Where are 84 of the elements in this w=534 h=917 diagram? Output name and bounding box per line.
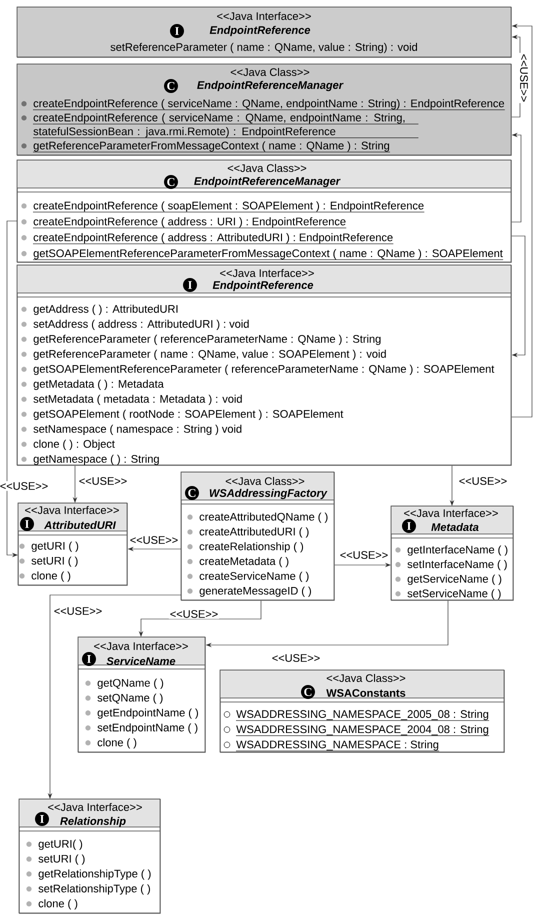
method-item: getReferenceParameter ( name : QName, value : SOAPElement ) : void xyxy=(21,350,386,360)
method-item: getReferenceParameterFromMessageContext ( name : QName ) : String xyxy=(21,141,390,152)
class-box xyxy=(180,472,335,601)
field-item: WSADDRESSING_NAMESPACE_2005_08 : String xyxy=(224,710,490,721)
method-item: getSOAPElementReferenceParameter ( referenceParameterName : QName ) : SOAPElement xyxy=(21,364,494,375)
method-item: getReferenceParameter ( referenceParameterName : QName ) : String xyxy=(21,334,381,345)
method-item: setURI ( ) xyxy=(26,854,85,865)
method-item: setQName ( ) xyxy=(85,694,163,704)
class-box xyxy=(18,798,161,914)
method-item: setEndpointName ( ) xyxy=(85,723,198,734)
edge-label: <<USE>> xyxy=(0,481,50,491)
class-name: EndpointReference xyxy=(210,26,310,36)
method-item: getSOAPElement ( rootNode : SOAPElement ) : SOAPElement xyxy=(21,410,344,420)
edge-label: <<USE>> xyxy=(458,476,508,486)
edge-label: <<USE>> xyxy=(168,609,220,619)
method-item: getRelationshipType ( ) xyxy=(26,869,151,880)
method-item: generateMessageID ( ) xyxy=(187,586,311,597)
method-item: getServiceName ( ) xyxy=(395,574,502,585)
method-item: getInterfaceName ( ) xyxy=(395,545,508,556)
method-item: createEndpointReference ( address : URI ) : EndpointReference xyxy=(21,217,346,228)
class-box xyxy=(220,670,505,753)
method-item: clone ( ) xyxy=(85,738,136,748)
edge-label: <<USE>> xyxy=(338,550,390,560)
stereotype-label: <<Java Class>> xyxy=(230,68,310,76)
class-name: WSAConstants xyxy=(326,689,406,697)
method-item: createEndpointReference ( soapElement : SOAPElement ) : EndpointReference xyxy=(21,201,425,212)
method-item: getURI ( ) xyxy=(19,542,78,552)
method-item: clone ( ) : Object xyxy=(21,440,115,450)
class-name: AttributedURI xyxy=(44,520,116,530)
method-item: setServiceName ( ) xyxy=(395,589,501,600)
class-name: EndpointReferenceManager xyxy=(194,176,341,188)
method-item: setInterfaceName ( ) xyxy=(395,560,507,570)
method-item: createServiceName ( ) xyxy=(187,572,309,582)
stereotype-label: <<Java Interface>> xyxy=(217,12,311,20)
field-item: WSADDRESSING_NAMESPACE_2004_08 : String xyxy=(224,725,490,736)
method-item: clone ( ) xyxy=(19,571,70,582)
stereotype-label: <<Java Interface>> xyxy=(48,802,142,812)
method-item: setNamespace ( namespace : String ) void xyxy=(21,424,242,435)
stereotype-label: <<Java Class>> xyxy=(326,674,406,682)
class-box xyxy=(78,636,206,753)
method-item: getNamespace ( ) : String xyxy=(21,454,159,465)
edge-label: <<USE>> xyxy=(52,606,104,616)
field-item: WSADDRESSING_NAMESPACE : String xyxy=(224,740,440,752)
method-label: setReferenceParameter ( name : QName, value : String) : void xyxy=(110,42,417,54)
stereotype-label: <<Java Interface>> xyxy=(25,506,119,514)
method-item: setAddress ( address : AttributedURI ) : void xyxy=(21,320,249,330)
method-item: setMetadata ( metadata : Metadata ) : void xyxy=(21,394,242,405)
edge-label: <<USE>> xyxy=(78,476,128,486)
class-box xyxy=(18,502,128,586)
edge-label: <<USE>> xyxy=(519,52,529,104)
class-box xyxy=(16,6,512,58)
edge-label: <<USE>> xyxy=(128,535,180,545)
stereotype-label: <<Java Interface>> xyxy=(404,508,498,518)
method-item: clone ( ) xyxy=(26,899,78,910)
method-item: createAttributedQName ( ) xyxy=(187,512,328,523)
method-item: getURI( ) xyxy=(26,840,82,850)
stereotype-label: <<Java Class>> xyxy=(226,476,304,486)
class-box xyxy=(16,64,512,156)
stereotype-label: <<Java Interface>> xyxy=(220,268,314,278)
method-item: getEndpointName ( ) xyxy=(85,708,198,719)
class-name: Metadata xyxy=(431,522,478,532)
class-name: Relationship xyxy=(60,816,126,828)
stereotype-label: <<Java Interface>> xyxy=(94,642,188,650)
method-item: setRelationshipType ( ) xyxy=(26,884,150,895)
method-item: createMetadata ( ) xyxy=(187,557,288,568)
class-box xyxy=(16,264,512,466)
method-item: getSOAPElementReferenceParameterFromMessageContext ( name : QName ) : SOAPElement xyxy=(21,249,504,260)
method-item: createEndpointReference ( address : AttributedURI ) : EndpointReference xyxy=(21,233,394,244)
method-item: createEndpointReference ( serviceName : QName, endpointName : String) : EndpointReference xyxy=(21,99,506,110)
class-box xyxy=(390,506,514,601)
dependency-arrow xyxy=(511,236,526,358)
class-name: WSAddressingFactory xyxy=(210,488,328,500)
method-item: setURI ( ) xyxy=(19,556,78,567)
class-name: ServiceName xyxy=(106,656,176,666)
class-box xyxy=(16,160,512,263)
method-item: getAddress ( ) : AttributedURI xyxy=(21,304,178,315)
method-item: getQName ( ) xyxy=(85,678,164,689)
stereotype-label: <<Java Class>> xyxy=(228,164,306,172)
method-item: createAttributedURI ( ) xyxy=(187,527,309,538)
edge-label: <<USE>> xyxy=(270,653,322,663)
method-item: getMetadata ( ) : Metadata xyxy=(21,380,164,390)
class-name: EndpointReference xyxy=(212,280,314,292)
method-item: createRelationship ( ) xyxy=(187,542,304,552)
class-name: EndpointReferenceManager xyxy=(197,80,344,92)
